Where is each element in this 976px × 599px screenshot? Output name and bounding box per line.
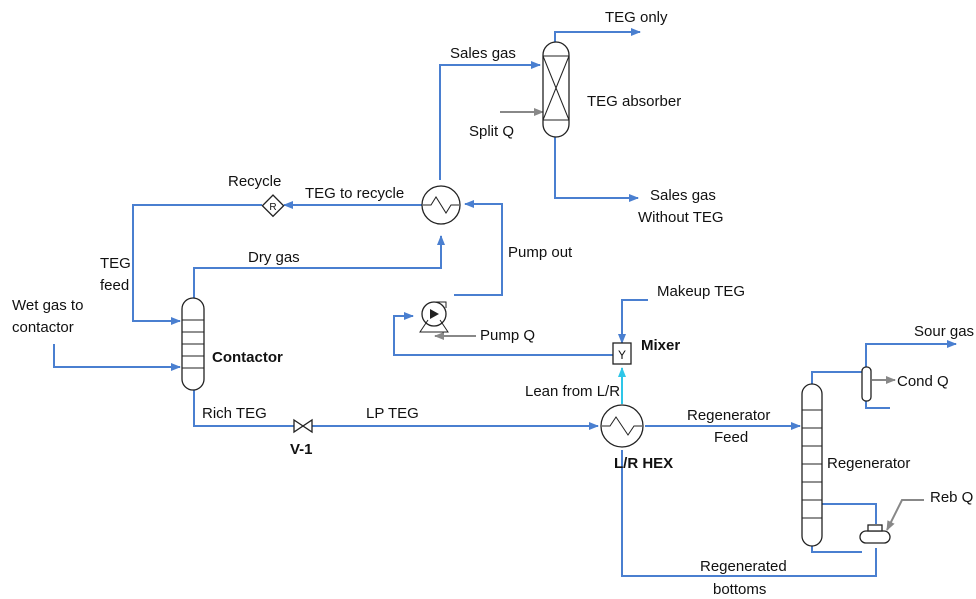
stream-sales-gas <box>439 61 541 180</box>
label-mixer: Mixer <box>641 337 680 354</box>
label-wet-gas-1: Wet gas to <box>12 297 83 314</box>
stream-lines <box>53 28 957 577</box>
label-makeup-teg: Makeup TEG <box>657 283 745 300</box>
reboiler-icon[interactable] <box>859 524 891 544</box>
recycle-symbol: R <box>269 202 276 213</box>
label-pump-out: Pump out <box>508 244 573 261</box>
gas-heat-exchanger-icon[interactable] <box>421 185 461 225</box>
label-regenerator-feed-2: Feed <box>714 429 748 446</box>
energy-streams <box>434 108 924 531</box>
label-split-q: Split Q <box>469 123 514 140</box>
label-regenerated-bottoms-1: Regenerated <box>700 558 787 575</box>
label-dry-gas: Dry gas <box>248 249 300 266</box>
label-regenerator: Regenerator <box>827 455 910 472</box>
regenerator-column-icon[interactable] <box>801 383 823 547</box>
stream-teg-feed <box>132 204 262 325</box>
pump-icon[interactable] <box>419 301 449 333</box>
label-teg-to-recycle: TEG to recycle <box>305 185 404 202</box>
label-regenerator-feed-1: Regenerator <box>687 407 770 424</box>
label-teg-only: TEG only <box>605 9 668 26</box>
valve-v1-icon[interactable] <box>293 418 313 434</box>
stream-wet-gas <box>53 344 181 371</box>
stream-dry-gas <box>193 235 445 300</box>
label-sales-gas: Sales gas <box>450 45 516 62</box>
label-lp-teg: LP TEG <box>366 405 419 422</box>
stream-pump-out <box>454 200 503 296</box>
stream-regen-overhead <box>811 371 862 385</box>
stream-sour-gas <box>865 340 957 368</box>
label-lr-hex: L/R HEX <box>614 455 673 472</box>
label-teg-feed-2: feed <box>100 277 129 294</box>
stream-cond-reflux <box>865 400 890 409</box>
stream-teg-only <box>554 28 641 46</box>
stream-reboiler-vapor <box>822 503 877 524</box>
stream-sales-gas-without-teg <box>554 132 639 202</box>
label-contactor: Contactor <box>212 349 283 366</box>
label-teg-feed-1: TEG <box>100 255 131 272</box>
label-sales-gas-without-teg-1: Sales gas <box>650 187 716 204</box>
stream-makeup-teg <box>618 299 648 344</box>
stream-mixer-to-pump <box>393 312 614 356</box>
condenser-icon[interactable] <box>861 366 872 402</box>
mixer-icon[interactable]: Y <box>612 342 632 365</box>
stream-regenerated-bottoms <box>621 450 877 577</box>
label-teg-absorber: TEG absorber <box>587 93 681 110</box>
label-sour-gas: Sour gas <box>914 323 974 340</box>
energy-reb-q <box>886 499 924 531</box>
stream-regen-bottoms-to-reboiler <box>811 545 862 553</box>
label-regenerated-bottoms-2: bottoms <box>713 581 766 598</box>
label-cond-q: Cond Q <box>897 373 949 390</box>
recycle-block-icon[interactable]: R <box>261 194 285 218</box>
label-v1: V-1 <box>290 441 313 458</box>
contactor-column-icon[interactable] <box>181 297 205 391</box>
label-reb-q: Reb Q <box>930 489 973 506</box>
mixer-symbol: Y <box>618 348 626 362</box>
label-wet-gas-2: contactor <box>12 319 74 336</box>
label-sales-gas-without-teg-2: Without TEG <box>638 209 724 226</box>
stream-rich-teg <box>193 390 294 427</box>
label-pump-q: Pump Q <box>480 327 535 344</box>
label-lean-from-lr: Lean from L/R <box>525 383 620 400</box>
lr-hex-icon[interactable] <box>600 404 644 448</box>
teg-absorber-icon[interactable] <box>542 41 570 138</box>
label-rich-teg: Rich TEG <box>202 405 267 422</box>
label-recycle: Recycle <box>228 173 281 190</box>
stream-labels: TEG only Sales gas TEG absorber Split Q … <box>12 9 974 598</box>
